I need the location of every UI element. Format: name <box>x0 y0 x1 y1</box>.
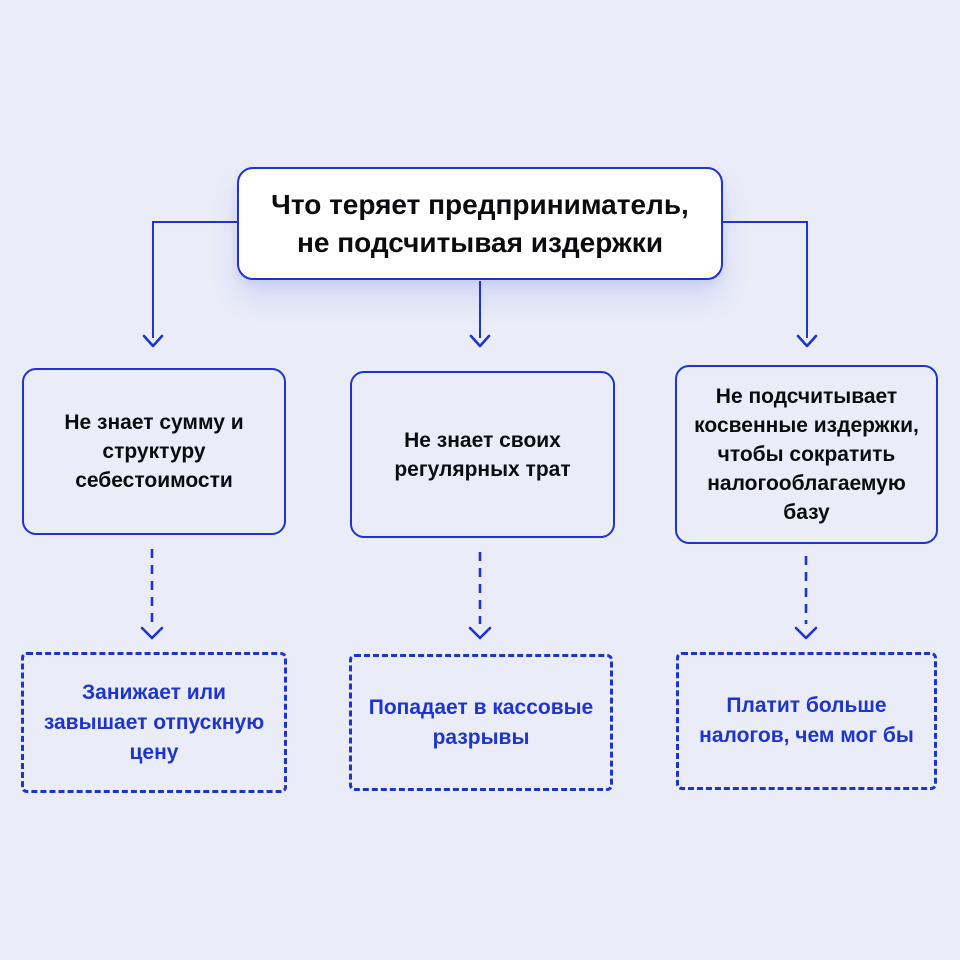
consequence-box-cash-gaps: Попадает в кассовые разрывы <box>349 654 613 791</box>
cause-label: Не знает своих регулярных трат <box>394 428 571 481</box>
root-title-line-2: не подсчитывая издержки <box>296 226 664 258</box>
arrowhead-down-icon <box>469 334 491 348</box>
root-title-box: Что теряет предприниматель, не подсчитыв… <box>237 167 723 280</box>
consequence-box-taxes: Платит больше налогов, чем мог бы <box>676 652 937 790</box>
consequence-label: Попадает в кассовые разрывы <box>368 695 594 749</box>
cause-label: Не знает сумму и структуру себестоимости <box>64 411 244 492</box>
connector-root-to-cause-3 <box>722 221 808 338</box>
arrowhead-down-icon <box>796 334 818 348</box>
arrowhead-down-icon <box>794 626 818 640</box>
consequence-label: Занижает или завышает отпускную цену <box>43 680 265 764</box>
arrowhead-down-icon <box>468 626 492 640</box>
cause-box-regular-spending: Не знает своих регулярных трат <box>350 371 615 538</box>
cause-box-indirect-costs: Не подсчитывает косвенные издержки, чтоб… <box>675 365 938 544</box>
arrowhead-down-icon <box>140 626 164 640</box>
consequence-label: Платит больше налогов, чем мог бы <box>699 694 914 747</box>
connector-root-to-cause-1 <box>152 221 238 338</box>
cause-box-cost-structure: Не знает сумму и структуру себестоимости <box>22 368 286 535</box>
root-title-line-1: Что теряет предприниматель, <box>271 188 689 220</box>
arrowhead-down-icon <box>142 334 164 348</box>
cause-label: Не подсчитывает косвенные издержки, чтоб… <box>694 385 919 524</box>
consequence-box-pricing: Занижает или завышает отпускную цену <box>21 652 287 793</box>
